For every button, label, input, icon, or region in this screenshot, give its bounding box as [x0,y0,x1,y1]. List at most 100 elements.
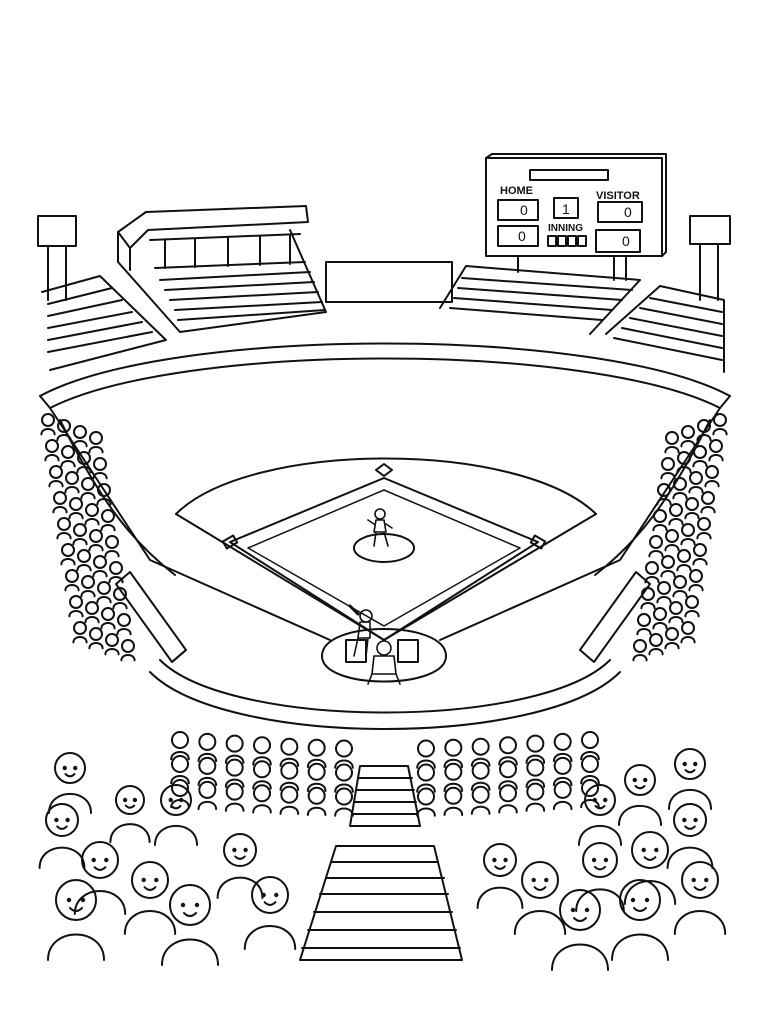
spectator [498,736,518,766]
home-score-2: 0 [518,228,526,244]
spectator [306,762,327,792]
spectator [92,555,108,578]
spectator [498,760,518,790]
home-score-box-1 [497,199,539,221]
spectator [224,734,245,764]
spectator [306,738,327,768]
fan [673,861,727,935]
spectator [644,561,660,584]
catcher [367,640,401,685]
scoreboard: HOME VISITOR INNING 0 0 1 0 0 [485,153,667,281]
fan [73,841,127,915]
spectator [470,785,491,815]
spectator [104,535,120,558]
spectator [224,758,245,788]
spectator [648,535,664,558]
spectator [76,549,92,572]
spectator [224,782,245,812]
fan [154,784,198,846]
spectator [96,581,112,604]
left-dugout [115,571,187,663]
spectator [416,739,436,769]
visitor-score-box-2 [595,229,641,253]
spectator [120,639,136,662]
spectator [704,465,720,488]
spectator [116,613,132,636]
right-dugout [579,571,651,663]
spectator [552,756,573,787]
fan [161,884,219,966]
spectator [44,439,60,462]
spectator [692,543,708,566]
spectator [668,601,684,624]
pitcher [367,508,393,547]
spectator [88,529,104,552]
spectator [712,413,728,436]
spectator [279,761,300,791]
right-upper-stands [439,265,641,335]
left-upper-grandstand [117,205,327,333]
outfield-wall [39,342,731,409]
spectator [580,731,600,761]
spectator [334,763,354,793]
fan [109,785,151,843]
home-plate-area [321,628,447,683]
fan [575,842,625,912]
spectator [688,471,704,494]
spectator [656,581,672,604]
spectator [60,445,76,468]
spectator [672,575,688,598]
lower-bowl-wall [149,659,621,730]
spectator [684,595,700,618]
spectator [676,549,692,572]
spectator [170,779,190,809]
center-field-backdrop [325,261,453,303]
spectator [708,439,724,462]
fan [243,876,297,950]
spectator [197,756,218,787]
fan [578,784,622,846]
spectator [692,445,708,468]
spectator [56,517,72,540]
far-left-stands [41,275,167,371]
spectator [108,561,124,584]
spectator [416,763,436,793]
spectator [416,787,436,817]
front-row-fans [38,748,727,971]
spectator [443,762,464,792]
third-base [221,534,239,550]
spectator [197,732,218,763]
spectator [100,509,116,532]
spectator [40,413,56,436]
fan [123,861,177,935]
spectator [664,529,680,552]
spectator [470,761,491,791]
right-light-tower [689,215,731,301]
pitchers-mound [353,533,415,563]
spectator [48,465,64,488]
spectator [104,633,120,656]
fan [618,764,662,826]
inning-label: INNING [548,223,583,234]
far-right-stands [605,285,725,373]
spectator [680,425,696,448]
visitor-score-box-1 [597,201,643,223]
spectator [96,483,112,506]
visitor-score-2: 0 [622,233,630,249]
spectator [664,627,680,650]
playing-field [49,407,721,683]
spectator [72,621,88,644]
spectator [525,758,546,788]
spectator [443,738,464,768]
batter [348,604,373,657]
spectator [252,736,272,766]
spectator [84,503,100,526]
second-base [375,463,393,477]
spectator [100,607,116,630]
spectator [668,503,684,526]
spectator [525,734,546,764]
fan [551,889,609,971]
spectator [334,787,354,817]
spectator [470,737,491,767]
